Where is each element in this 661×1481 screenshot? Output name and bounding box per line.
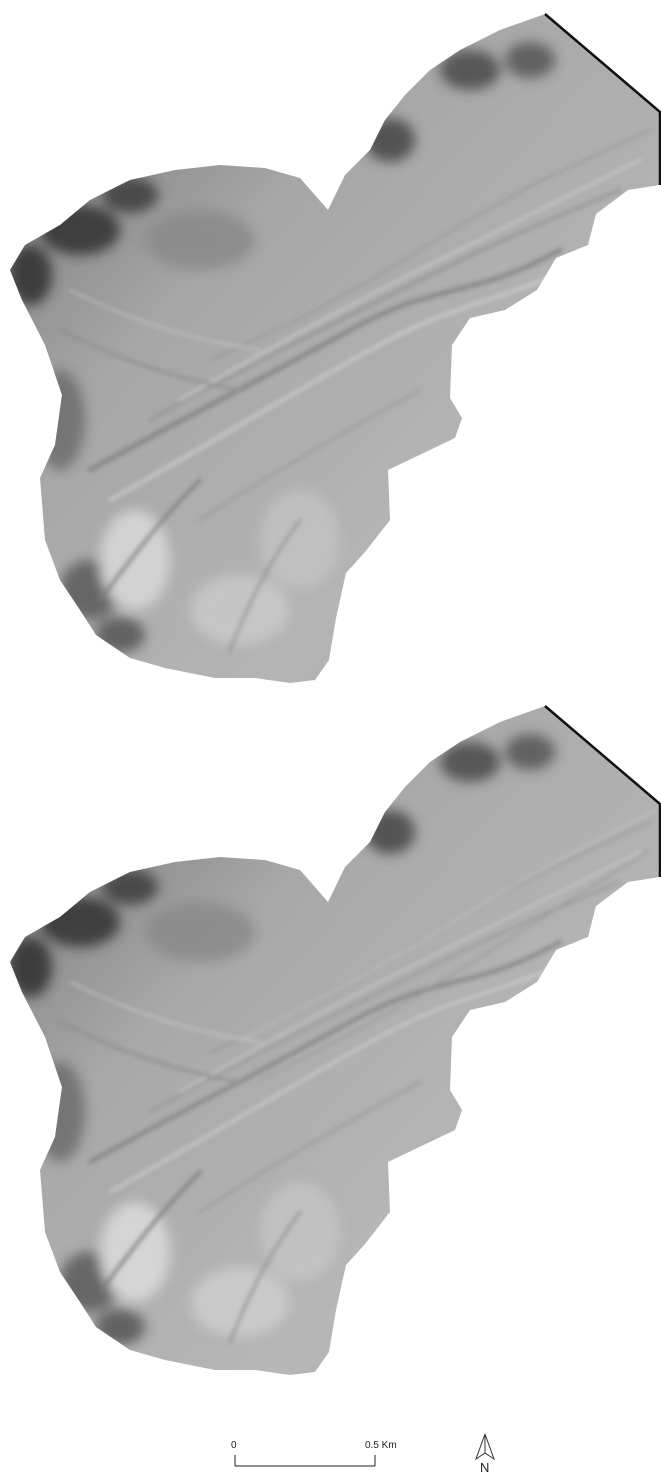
scale-bar-line [234,1455,376,1467]
scale-end-label: 0.5 Km [365,1440,397,1451]
terrain-shading-bottom [10,706,660,1375]
scale-start-label: 0 [231,1440,237,1451]
north-arrow: N [472,1432,498,1480]
relief-svg-top [10,13,661,683]
terrain-shading-top [10,14,660,683]
north-arrow-icon [475,1433,495,1461]
hillshade-map-bottom [0,700,661,1390]
scale-bar: 0 0.5 Km [225,1440,397,1476]
map-outline-top [544,13,661,185]
north-label: N [480,1460,490,1475]
relief-svg-bottom [10,705,661,1375]
map-outline-bottom [544,705,661,877]
hillshade-map-top [0,0,661,690]
